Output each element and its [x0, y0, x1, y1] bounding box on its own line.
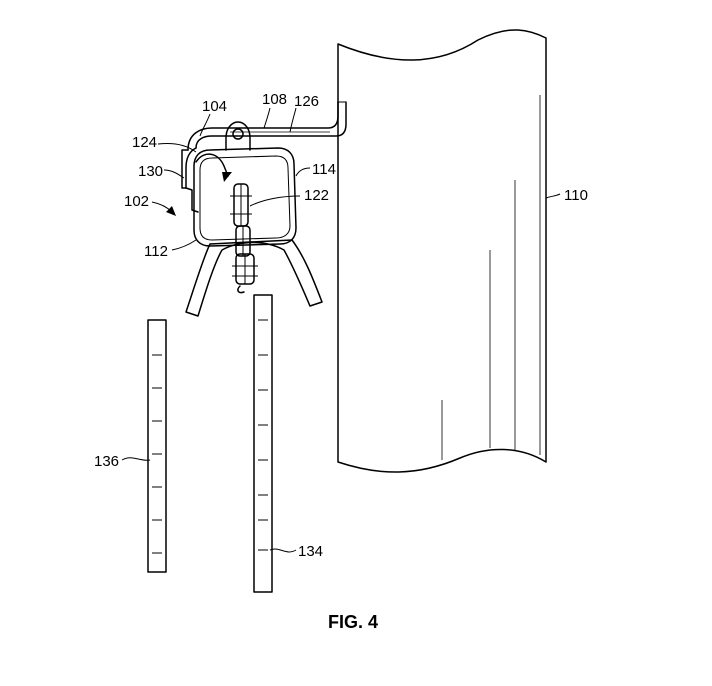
- reference-numerals: 104 108 126 124 130 114 102 122 112 110 …: [94, 91, 588, 560]
- label-104: 104: [202, 98, 227, 115]
- strip-136: [147, 319, 167, 573]
- label-102: 102: [124, 193, 149, 210]
- label-136: 136: [94, 453, 119, 470]
- label-110: 110: [564, 187, 588, 204]
- chain-122: [230, 183, 258, 294]
- leader-lines: [121, 107, 561, 553]
- label-126: 126: [294, 93, 319, 110]
- label-130: 130: [138, 163, 163, 180]
- eyelet: [225, 121, 251, 151]
- pole-110: [337, 29, 547, 473]
- strip-134: [253, 294, 273, 593]
- label-124: 124: [132, 134, 157, 151]
- figure-caption: FIG. 4: [328, 612, 378, 632]
- side-clip-130: [181, 147, 199, 213]
- label-114: 114: [312, 161, 336, 178]
- label-122: 122: [304, 187, 329, 204]
- spreader-112: [185, 239, 323, 317]
- housing-114: [193, 147, 297, 247]
- label-134: 134: [298, 543, 323, 560]
- label-108: 108: [262, 91, 287, 108]
- support-bracket-108: [187, 101, 347, 151]
- rotation-arrow-124: [195, 153, 232, 182]
- label-112: 112: [144, 243, 168, 260]
